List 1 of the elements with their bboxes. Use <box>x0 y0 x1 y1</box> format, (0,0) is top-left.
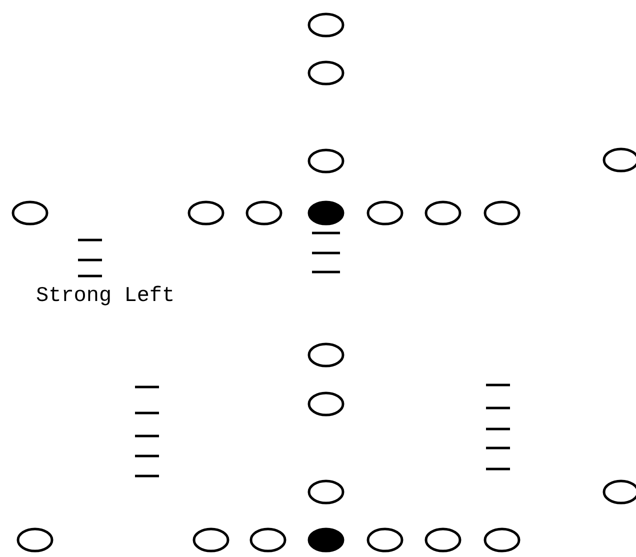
formation-label: Strong Left <box>36 286 175 307</box>
